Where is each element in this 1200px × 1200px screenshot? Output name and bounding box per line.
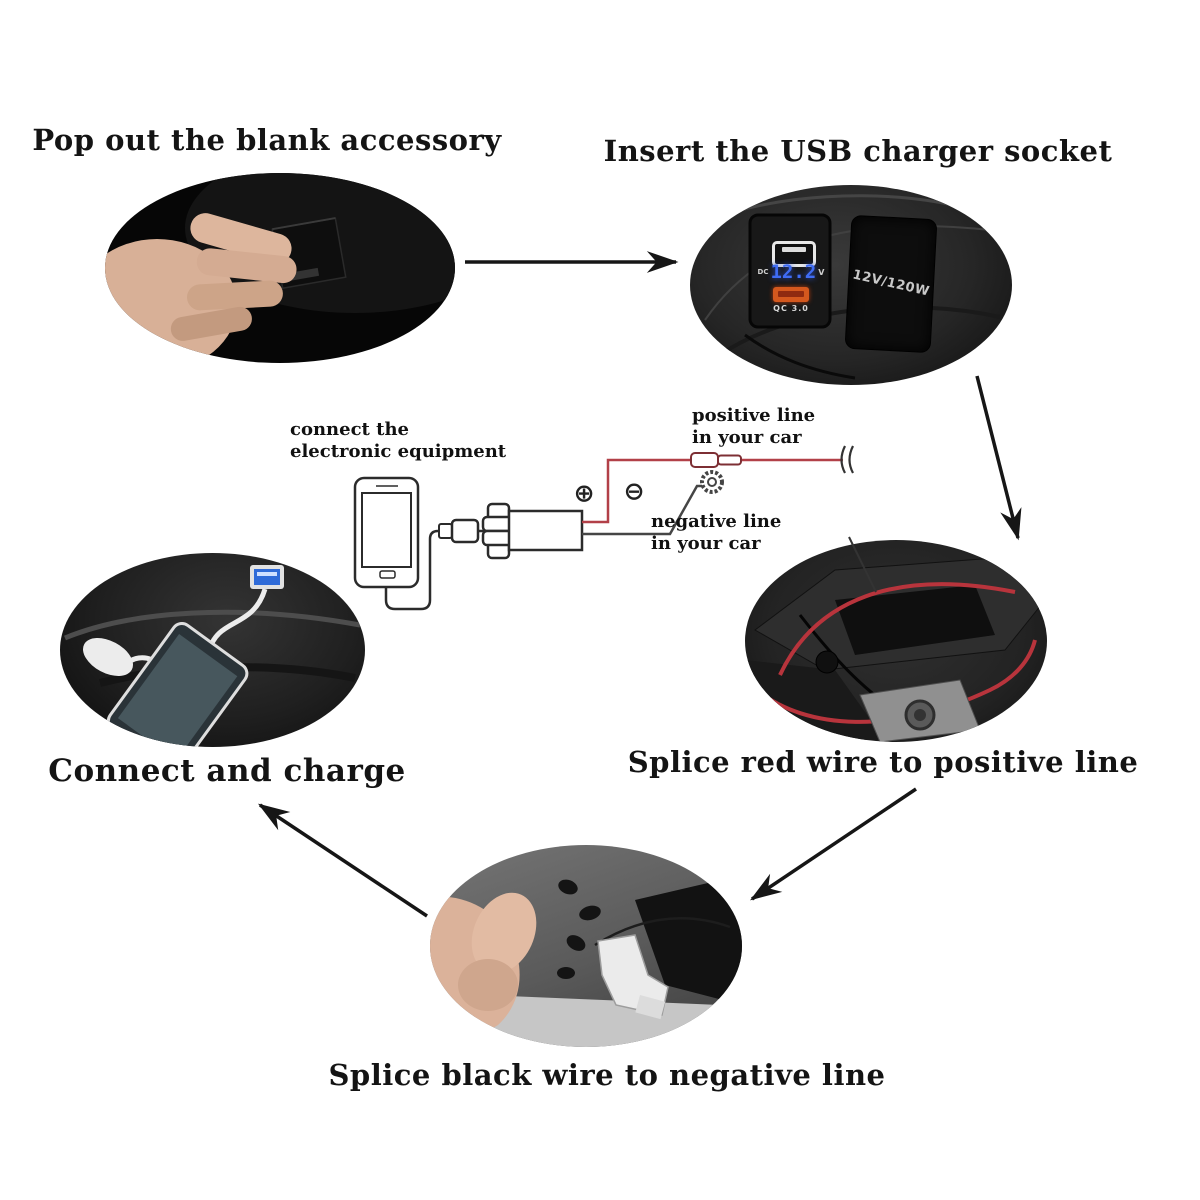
ring-terminal-center [707, 477, 717, 487]
circle-minus-icon: ⊖ [623, 476, 645, 506]
splice-red-caption: Splice red wire to positive line [627, 745, 1139, 779]
negative-line-label: negative line in your car [651, 511, 781, 555]
splice-black-caption: Splice black wire to negative line [328, 1058, 886, 1092]
clip [558, 879, 578, 895]
equipment-label: connect the electronic equipment [290, 419, 506, 463]
clip [557, 967, 575, 979]
charger-plug [438, 518, 488, 544]
dark-opening [635, 875, 742, 1005]
arrow-step2-to-splice-red-icon [975, 375, 1022, 541]
blue-usb-port-icon [254, 569, 280, 585]
fuse-holder [690, 452, 742, 468]
step2-photo: DC 12.2 V QC 3.0 12V/120W [690, 185, 1012, 385]
blank-cover-flap: 12V/120W [844, 214, 938, 354]
positive-label-line1: positive line [692, 405, 816, 426]
negative-label-line1: negative line [651, 511, 782, 532]
trim-illustration [745, 557, 1046, 742]
qc-usb-port-icon [773, 287, 809, 302]
white-bracket [597, 934, 669, 1016]
negative-wire [582, 484, 702, 536]
splice-red-photo [745, 540, 1047, 742]
trim-recess [835, 585, 995, 655]
connect-photo [60, 553, 365, 747]
usb-tongue [257, 572, 277, 576]
voltmeter-display: DC 12.2 V [756, 261, 826, 283]
circle-plus-icon: ⊕ [573, 478, 595, 508]
wiring-diagram [353, 445, 854, 611]
clip [566, 935, 586, 951]
thin-wire [594, 917, 731, 947]
voltmeter-value: 12.2 [770, 261, 817, 283]
equipment-label-line2: electronic equipment [290, 441, 507, 462]
connect-caption: Connect and charge [48, 753, 406, 789]
positive-label-line2: in your car [692, 427, 802, 448]
hand-blank-illustration [105, 173, 455, 363]
step2-caption: Insert the USB charger socket [603, 134, 1113, 168]
wire-break-icon [840, 445, 854, 474]
console-illustration [64, 565, 361, 747]
console-trim [64, 609, 361, 641]
stray-cable [744, 333, 856, 380]
phone-illustration [353, 476, 420, 589]
blank-cover-label: 12V/120W [851, 267, 931, 300]
ring-terminal [700, 470, 724, 494]
positive-line-label: positive line in your car [692, 405, 815, 449]
panel-hand-illustration [430, 875, 742, 1047]
arrow-splice-black-to-connect-icon [257, 803, 428, 918]
splice-black-photo [430, 845, 742, 1047]
hand-shape [430, 892, 537, 1039]
step1-caption: Pop out the blank accessory [32, 123, 502, 157]
voltmeter-unit: V [818, 267, 825, 277]
bolt-center [914, 709, 926, 721]
phone-photo [106, 622, 249, 747]
usb-port-icon [772, 241, 816, 267]
voltmeter-dc-label: DC [757, 268, 769, 276]
equipment-label-line1: connect the [290, 419, 409, 440]
arrow-splice-red-to-splice-black-icon [749, 787, 917, 901]
negative-label-line2: in your car [651, 533, 761, 554]
usb-cable [384, 529, 440, 611]
panel-seam [729, 194, 981, 215]
red-wire [778, 582, 1016, 676]
socket-unit [481, 502, 584, 560]
hand-shape [105, 213, 297, 363]
step1-photo [105, 173, 455, 363]
socket-body [507, 509, 584, 552]
qc-label: QC 3.0 [773, 304, 809, 313]
white-bracket [635, 994, 666, 1020]
clip [579, 905, 601, 921]
grommet [815, 650, 839, 674]
charger-plug [83, 638, 133, 676]
